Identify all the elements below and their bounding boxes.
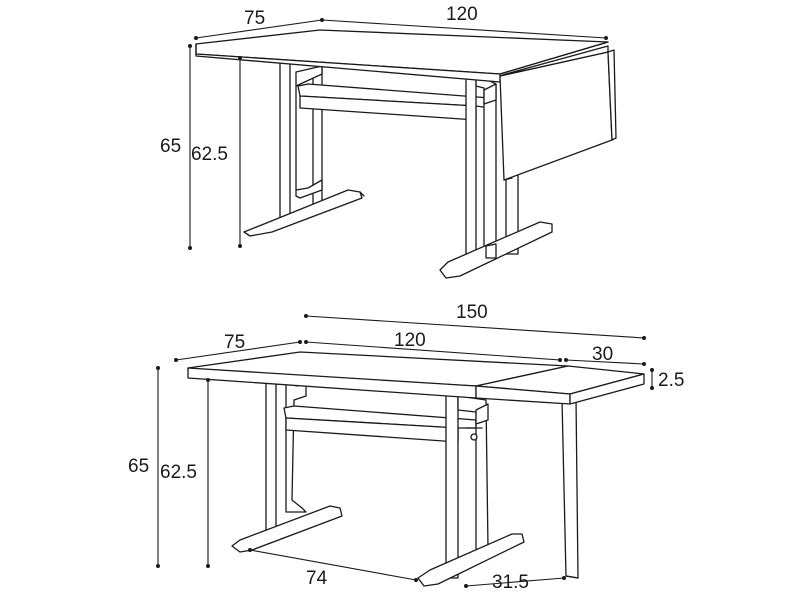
front-right-leg-extended (417, 383, 525, 587)
leaf-support-leg (561, 397, 579, 579)
dim-inner-height-label: 62.5 (160, 462, 197, 483)
dim-length-label: 120 (446, 4, 478, 25)
dim-height-label: 65 (128, 456, 149, 477)
table-extended-view: 150 75 120 30 2.5 65 62.5 74 31.5 (128, 302, 684, 593)
back-left-leg-extended (231, 369, 343, 553)
dim-foot-depth-label: 31.5 (492, 572, 529, 593)
front-right-leg (439, 73, 553, 279)
dim-inner-height-label: 62.5 (191, 144, 228, 165)
tabletop-main (195, 29, 609, 83)
dim-height-label: 65 (160, 136, 181, 157)
bottom-view-dimension-lines (156, 314, 654, 588)
top-view-dimension-lines (188, 18, 608, 250)
tabletop-extended (187, 351, 645, 405)
dim-main-length-label: 120 (394, 330, 426, 351)
table-folded-view: 75 120 65 62.5 (160, 4, 617, 279)
dim-foot-span-label: 74 (306, 568, 328, 589)
stretcher-shelf (297, 83, 491, 121)
dim-total-length-label: 150 (456, 302, 488, 323)
dim-width-label: 75 (244, 8, 265, 29)
dim-thickness-label: 2.5 (658, 370, 684, 391)
drop-leaf-hanging (499, 45, 617, 181)
dim-width-label: 75 (224, 332, 245, 353)
dim-leaf-length-label: 30 (592, 344, 613, 365)
